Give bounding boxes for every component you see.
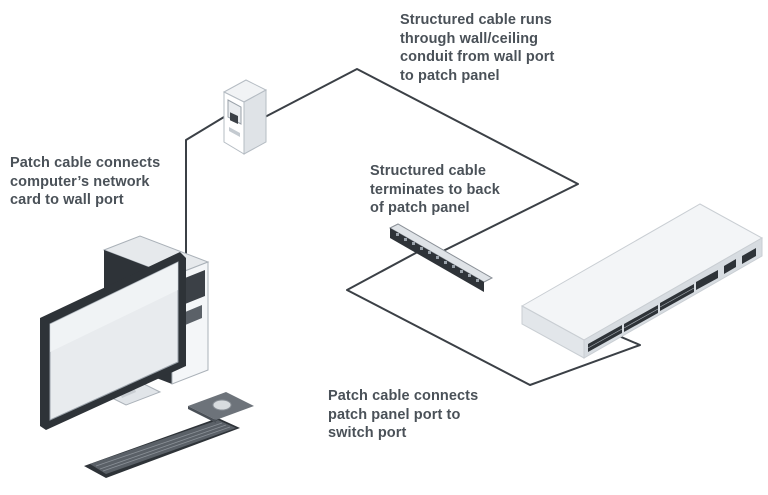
structured-cable-wall-to-panel bbox=[262, 68, 579, 257]
label-patch-cable-to-switch: Patch cable connects patch panel port to… bbox=[328, 388, 479, 441]
wall-port bbox=[222, 79, 268, 155]
keyboard bbox=[84, 418, 240, 478]
network-switch bbox=[520, 203, 764, 359]
patch-panel bbox=[388, 223, 494, 292]
label-patch-cable-to-wall: Patch cable connects computer’s network … bbox=[10, 155, 161, 208]
patch-cable-panel-to-switch bbox=[346, 247, 641, 386]
label-structured-cable-terminates: Structured cable terminates to back of p… bbox=[370, 163, 500, 216]
mouse-pad bbox=[188, 392, 254, 423]
label-structured-cable-run: Structured cable runs through wall/ceili… bbox=[400, 12, 555, 84]
monitor bbox=[40, 252, 186, 430]
